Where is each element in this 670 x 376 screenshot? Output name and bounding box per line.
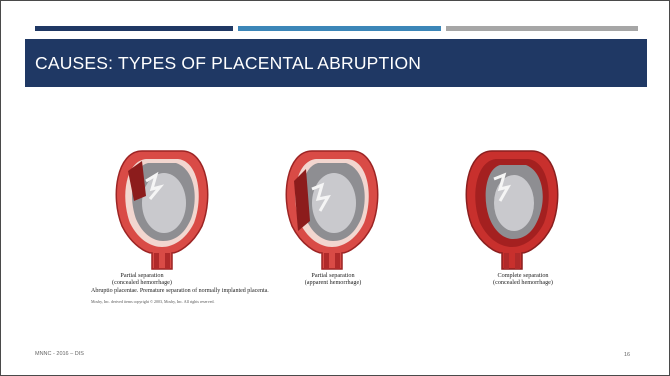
uterus-illustration-partial-apparent [286,151,377,269]
title-band: CAUSES: TYPES OF PLACENTAL ABRUPTION [25,39,647,87]
uterus-illustrations [87,141,587,276]
slide-title: CAUSES: TYPES OF PLACENTAL ABRUPTION [35,53,421,74]
figure-copyright: Mosby, Inc. derived items copyright © 20… [91,299,215,304]
caption-line: Partial separation [87,272,197,279]
accent-bar-gray [446,26,638,31]
uterus-illustration-partial-concealed [116,151,207,269]
caption-partial-concealed: Partial separation (concealed hemorrhage… [87,272,197,287]
caption-line: (apparent hemorrhage) [273,279,393,286]
caption-line: (concealed hemorrhage) [87,279,197,286]
footer-text: MNNC - 2016 – DIS [35,351,84,357]
uterus-illustration-complete-concealed [466,151,557,269]
accent-bar-blue [238,26,441,31]
accent-bar-navy [35,26,233,31]
caption-line: Complete separation [463,272,583,279]
caption-line: Partial separation [273,272,393,279]
caption-complete-concealed: Complete separation (concealed hemorrhag… [463,272,583,287]
figure-footnote: Abruptio placentae. Premature separation… [91,288,269,294]
page-number: 16 [624,352,630,358]
caption-partial-apparent: Partial separation (apparent hemorrhage) [273,272,393,287]
caption-line: (concealed hemorrhage) [463,279,583,286]
uterus-illustration-figure: Partial separation (concealed hemorrhage… [87,141,587,341]
